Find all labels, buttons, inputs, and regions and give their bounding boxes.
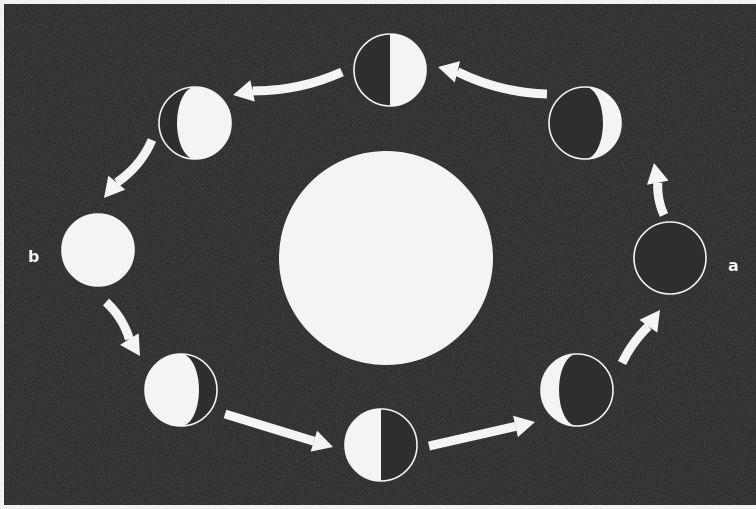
label-b: b bbox=[28, 249, 39, 265]
moon-waxing-crescent-icon bbox=[549, 87, 621, 159]
sun-icon bbox=[279, 151, 493, 365]
moon-last-quarter-icon bbox=[345, 409, 417, 481]
moon-waning-gibbous-icon bbox=[145, 354, 217, 426]
moon-full-icon bbox=[62, 214, 134, 286]
moon-first-quarter-icon bbox=[354, 34, 426, 106]
moon-waning-crescent-icon bbox=[541, 354, 613, 426]
moon-waxing-gibbous-icon bbox=[159, 87, 231, 159]
label-a: a bbox=[728, 258, 739, 274]
moon-new-icon bbox=[634, 222, 706, 294]
